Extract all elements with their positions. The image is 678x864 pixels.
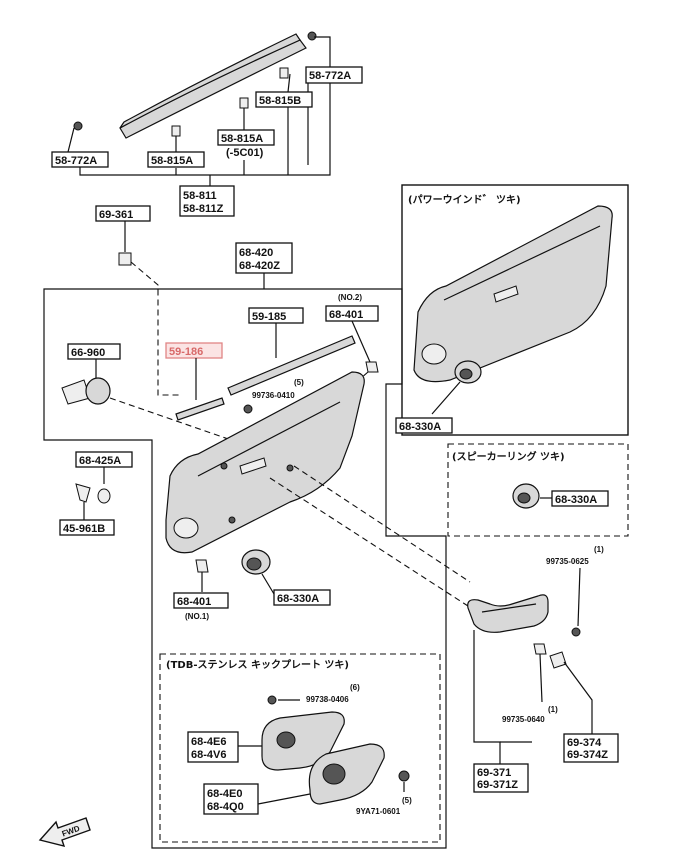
- beltline-molding-59-185: [227, 335, 356, 396]
- part-number-69-361: 69-361: [99, 209, 133, 221]
- part-label-68-330A-bottom: 68-330A: [273, 589, 331, 606]
- qty-1a: (1): [594, 545, 604, 554]
- beltline-molding-59-186: [175, 397, 225, 421]
- part-number-58-772A-left: 58-772A: [55, 155, 97, 167]
- part-label-59-185: 59-185: [248, 307, 304, 324]
- part-number-68-330A-bottom: 68-330A: [277, 593, 319, 605]
- part-number-58-772A-top: 58-772A: [309, 70, 351, 82]
- part-label-58-815A-right: 58-815A (-5C01): [217, 129, 275, 159]
- section-kickplate: (TDB-ステンレス キックプレート ツキ): [166, 658, 349, 671]
- qty-1b: (1): [548, 705, 558, 714]
- part-number-68-4Q0: 68-4Q0: [207, 801, 244, 813]
- part-label-58-772A-top: 58-772A: [305, 66, 363, 84]
- part-number-68-330A-power: 68-330A: [399, 421, 441, 433]
- part-number-59-185: 59-185: [252, 311, 286, 323]
- part-number-45-961B: 45-961B: [63, 523, 105, 535]
- screw-99735-0640: [533, 643, 547, 655]
- part-number-68-330A-speaker: 68-330A: [555, 494, 597, 506]
- part-number-58-815A-left: 58-815A: [151, 155, 193, 167]
- section-speaker-ring: (スピーカーリング ツキ): [452, 450, 565, 463]
- forward-arrow-icon: FWD: [38, 817, 91, 847]
- part-number-69-374Z: 69-374Z: [567, 749, 608, 761]
- part-label-58-815B: 58-815B: [255, 91, 313, 108]
- part-number-99735-0625: 99735-0625: [546, 557, 589, 566]
- part-number-68-425A: 68-425A: [79, 455, 121, 467]
- kickplate-variant-box: (TDB-ステンレス キックプレート ツキ) (6) 99738-0406 68…: [159, 653, 441, 843]
- part-number-59-186: 59-186: [169, 346, 203, 358]
- grommet-68-425A: [75, 483, 91, 503]
- part-label-58-772A-left: 58-772A: [51, 151, 109, 168]
- part-number-68-401-top: 68-401: [329, 309, 363, 321]
- qty-5b: (5): [402, 796, 412, 805]
- part-number-99735-0640: 99735-0640: [502, 715, 545, 724]
- part-label-59-186-highlighted: 59-186: [165, 342, 223, 359]
- part-number-99736-0410: 99736-0410: [252, 391, 295, 400]
- part-number-69-374: 69-374: [567, 737, 602, 749]
- part-number-68-4E0: 68-4E0: [207, 788, 242, 800]
- note-no1: (NO.1): [185, 612, 209, 621]
- part-label-69-374: 69-374 69-374Z: [563, 733, 619, 763]
- qty-5a: (5): [294, 378, 304, 387]
- part-number-68-401-bottom: 68-401: [177, 596, 211, 608]
- clip-69-361: [118, 252, 132, 266]
- power-window-variant-box: (パワーウインド゛ ツキ) 68-330A: [395, 184, 629, 436]
- part-number-9YA71-0601: 9YA71-0601: [356, 807, 401, 816]
- part-number-69-371Z: 69-371Z: [477, 779, 518, 791]
- part-note-5C01: (-5C01): [226, 147, 264, 159]
- part-number-68-420: 68-420: [239, 247, 273, 259]
- part-label-66-960: 66-960: [67, 343, 121, 360]
- armrest-69-371: [467, 594, 549, 633]
- part-number-58-811: 58-811: [183, 190, 217, 202]
- clip-68-401-no1: [195, 559, 209, 573]
- part-label-68-401-top: 68-401: [325, 305, 379, 322]
- cap-69-374: [549, 651, 567, 669]
- door-trim-panel: [165, 371, 365, 554]
- part-number-69-371: 69-371: [477, 767, 511, 779]
- screw-99735-0625: [571, 627, 581, 637]
- part-number-66-960: 66-960: [71, 347, 105, 359]
- part-number-58-815B: 58-815B: [259, 95, 301, 107]
- part-label-69-371: 69-371 69-371Z: [473, 763, 529, 793]
- part-label-69-361: 69-361: [95, 205, 151, 222]
- part-label-68-425A: 68-425A: [75, 451, 133, 468]
- speaker-ring-variant-box: (スピーカーリング ツキ) 68-330A: [447, 443, 629, 537]
- clip-68-401-no2: [365, 361, 379, 373]
- speaker-ring-68-330A-bottom: [241, 549, 271, 575]
- section-power-window: (パワーウインド゛ ツキ): [408, 193, 521, 206]
- part-number-58-815A-right: 58-815A: [221, 133, 263, 145]
- part-label-68-420: 68-420 68-420Z: [235, 242, 293, 274]
- part-number-68-4E6: 68-4E6: [191, 736, 226, 748]
- note-no2: (NO.2): [338, 293, 362, 302]
- part-label-45-961B: 45-961B: [59, 519, 115, 536]
- part-label-58-815A-left: 58-815A: [147, 151, 205, 168]
- qty-6: (6): [350, 683, 360, 692]
- part-number-58-811Z: 58-811Z: [183, 203, 224, 215]
- part-label-68-401-bottom: 68-401: [173, 592, 229, 609]
- screw-99736-0410: [243, 404, 253, 414]
- part-label-58-811: 58-811 58-811Z: [179, 185, 235, 217]
- part-number-99738-0406: 99738-0406: [306, 695, 349, 704]
- part-number-68-4V6: 68-4V6: [191, 749, 226, 761]
- courtesy-lamp-66-960: [61, 377, 111, 405]
- weatherstrip-assembly: [73, 31, 317, 139]
- main-trim-frame: [43, 288, 447, 849]
- part-number-68-420Z: 68-420Z: [239, 260, 280, 272]
